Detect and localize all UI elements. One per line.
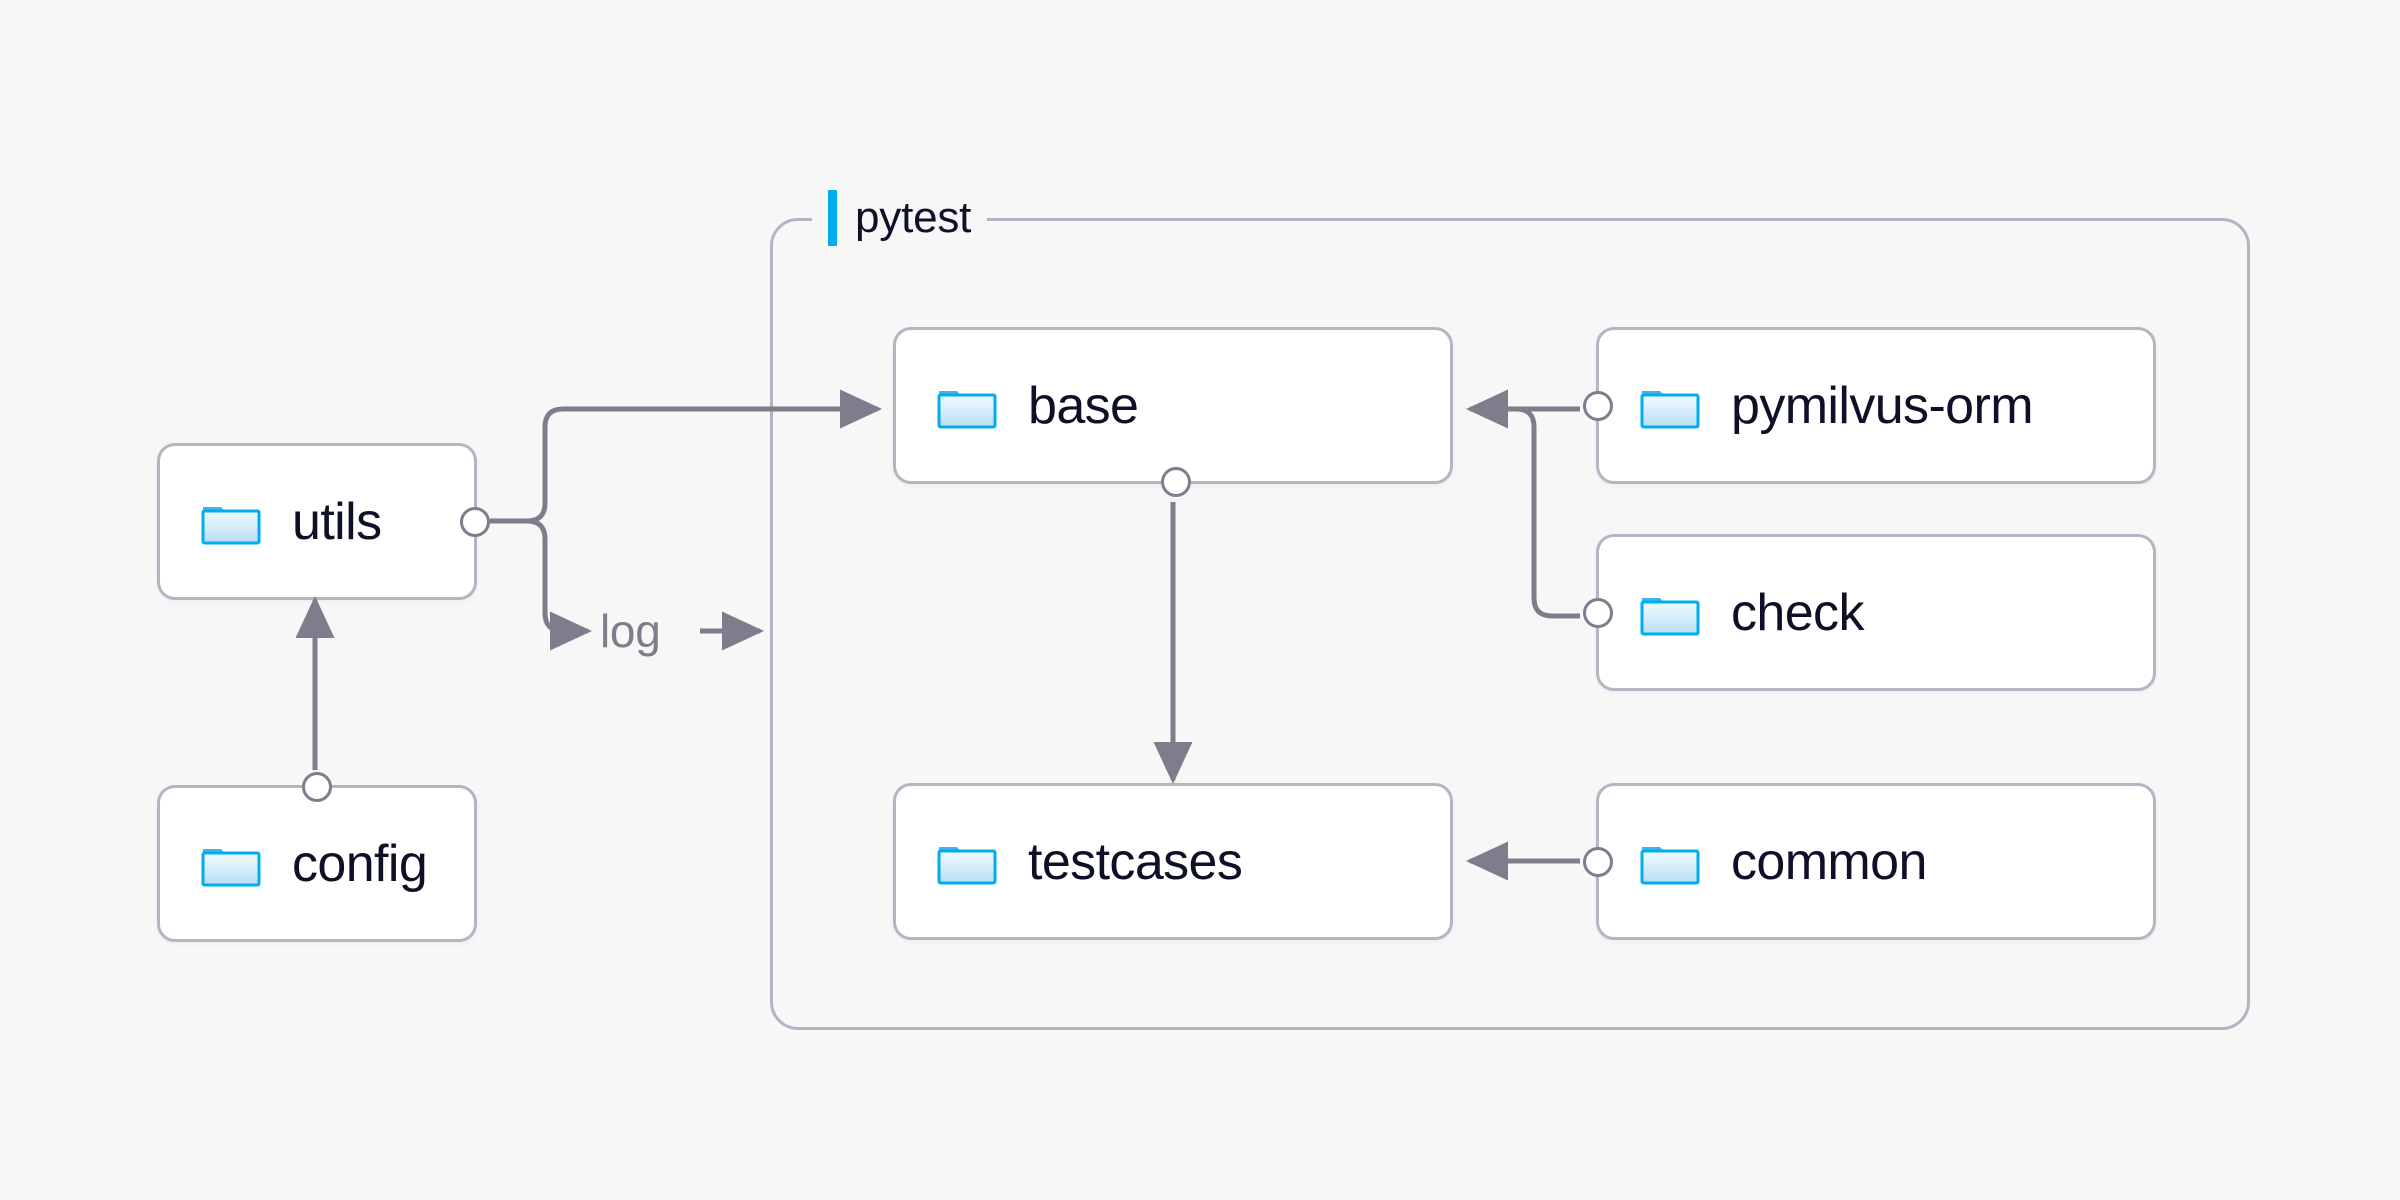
folder-icon: [200, 839, 262, 889]
node-utils[interactable]: utils: [157, 443, 490, 600]
node-config-content: config: [160, 834, 428, 893]
node-config[interactable]: config: [157, 772, 477, 942]
node-common-content: common: [1599, 836, 1927, 888]
folder-icon: [1639, 588, 1701, 638]
folder-icon: [1639, 381, 1701, 431]
node-common[interactable]: common: [1583, 783, 2156, 940]
node-config-label: config: [292, 834, 428, 893]
node-check[interactable]: check: [1583, 534, 2156, 691]
node-pymilvus-orm-label: pymilvus-orm: [1731, 376, 2034, 435]
port-utils-right[interactable]: [460, 506, 490, 537]
node-pymilvus-orm[interactable]: pymilvus-orm: [1583, 327, 2156, 484]
folder-icon: [936, 837, 998, 887]
port-check-left[interactable]: [1583, 597, 1613, 628]
edge-utils-log: [490, 518, 593, 651]
group-pytest-label: pytest: [812, 186, 988, 250]
port-base-bottom[interactable]: [1161, 467, 1191, 497]
node-testcases-content: testcases: [896, 832, 1243, 891]
node-check-label: check: [1731, 583, 1864, 642]
node-common-label: common: [1731, 832, 1927, 891]
folder-icon: [936, 381, 998, 431]
node-utils-content: utils: [160, 492, 382, 551]
folder-icon: [1639, 837, 1701, 887]
node-utils-label: utils: [292, 492, 382, 551]
group-accent-bar: [828, 190, 837, 246]
folder-icon: [200, 497, 262, 547]
port-pymilvus-orm-left[interactable]: [1583, 390, 1613, 421]
port-config-top[interactable]: [302, 772, 332, 802]
group-pytest: [770, 218, 2250, 1030]
group-pytest-label-text: pytest: [855, 193, 972, 242]
node-testcases[interactable]: testcases: [893, 783, 1453, 940]
node-testcases-label: testcases: [1028, 832, 1243, 891]
node-pymilvus-orm-content: pymilvus-orm: [1599, 376, 2034, 435]
node-base-label: base: [1028, 376, 1139, 435]
port-common-left[interactable]: [1583, 846, 1613, 877]
edge-label-log: log: [600, 605, 661, 657]
node-base[interactable]: base: [893, 327, 1453, 497]
node-check-content: check: [1599, 587, 1864, 639]
node-base-content: base: [896, 376, 1139, 435]
